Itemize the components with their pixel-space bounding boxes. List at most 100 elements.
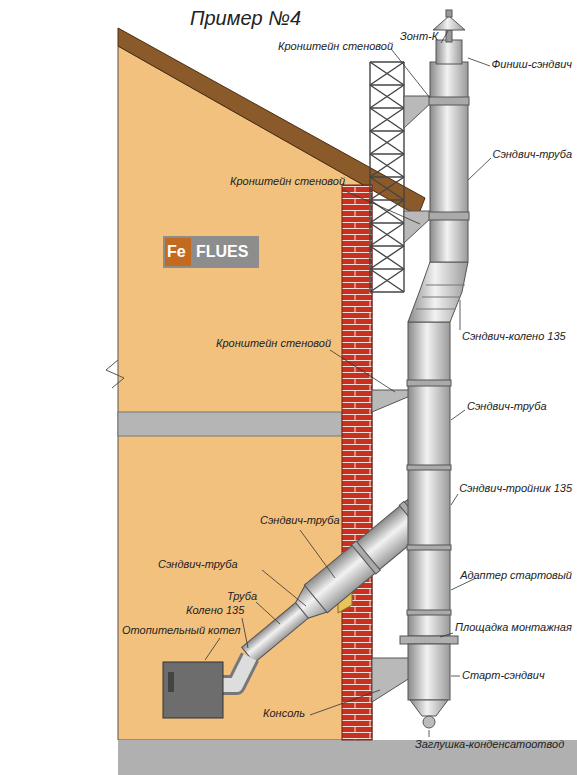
chimney bbox=[400, 10, 469, 728]
lattice-strut bbox=[370, 61, 404, 62]
drawing-part bbox=[468, 158, 491, 180]
drawing-part bbox=[440, 633, 453, 637]
drawing-part bbox=[404, 96, 432, 128]
drawing-part bbox=[446, 30, 452, 42]
part-label: Сэндвич-колено 135 bbox=[462, 330, 566, 343]
part-label: Труба bbox=[227, 590, 257, 603]
diagram-title: Пример №4 bbox=[190, 6, 301, 30]
drawing-part bbox=[446, 10, 452, 17]
boiler bbox=[163, 657, 250, 718]
drawing-part bbox=[168, 672, 174, 692]
drawing-part bbox=[106, 360, 124, 388]
part-label: Колено 135 bbox=[186, 604, 244, 617]
drawing-part bbox=[407, 465, 451, 470]
part-label: Отопительный котел bbox=[122, 624, 241, 637]
drawing-part bbox=[407, 610, 451, 615]
lattice-strut bbox=[370, 85, 404, 108]
drawing-part bbox=[205, 638, 220, 660]
lattice-strut bbox=[370, 223, 404, 246]
lattice-strut bbox=[370, 269, 404, 292]
drawing-part bbox=[256, 602, 280, 624]
drawing-part bbox=[451, 494, 458, 505]
logo-text: Fe bbox=[167, 242, 186, 262]
lattice-strut bbox=[370, 246, 404, 269]
drawing-part bbox=[423, 716, 435, 728]
part-label: Кронштейн стеновой bbox=[278, 40, 393, 53]
lattice-strut bbox=[370, 62, 404, 85]
lattice-strut bbox=[370, 176, 404, 177]
drawing-part bbox=[222, 657, 250, 685]
part-label: Сэндвич-труба bbox=[492, 148, 572, 161]
drawing-part bbox=[433, 16, 465, 30]
lattice-strut bbox=[370, 62, 404, 85]
drawing-part bbox=[407, 380, 451, 386]
part-label: Площадка монтажная bbox=[455, 621, 572, 634]
lattice-strut bbox=[370, 153, 404, 154]
lattice-strut bbox=[370, 154, 404, 177]
lattice-strut bbox=[370, 223, 404, 246]
part-label: Зонт-К bbox=[400, 30, 438, 43]
part-label: Сэндвич-труба bbox=[467, 400, 547, 413]
drawing-part bbox=[408, 644, 450, 700]
drawing-part bbox=[429, 97, 469, 105]
lattice-strut bbox=[370, 200, 404, 223]
lattice-strut bbox=[370, 107, 404, 108]
drawing-part bbox=[408, 262, 468, 322]
drawing-part bbox=[468, 58, 490, 66]
part-label: Финиш-сэндвич bbox=[492, 58, 572, 71]
lattice-strut bbox=[370, 108, 404, 131]
drawing-part bbox=[163, 662, 223, 718]
part-label: Адаптер стартовый bbox=[460, 569, 572, 582]
part-label: Кронштейн стеновой bbox=[230, 175, 345, 188]
drawing-part bbox=[118, 412, 342, 436]
logo bbox=[163, 236, 259, 268]
drawing-part bbox=[372, 390, 410, 412]
drawing-part bbox=[310, 690, 380, 715]
drawing-part bbox=[451, 410, 465, 420]
drawing-part bbox=[222, 657, 250, 685]
drawing-part bbox=[451, 676, 460, 677]
drawing-part bbox=[441, 31, 448, 43]
drawing-part bbox=[165, 238, 191, 266]
drawing-part bbox=[408, 322, 450, 636]
part-label: Консоль bbox=[263, 707, 305, 720]
drawing-part bbox=[343, 190, 420, 224]
lattice-strut bbox=[370, 177, 404, 200]
drawing-part bbox=[410, 700, 448, 716]
drawing-part bbox=[429, 212, 469, 220]
lattice-mast bbox=[370, 62, 404, 292]
lattice-strut bbox=[370, 154, 404, 177]
drawing-part bbox=[429, 730, 430, 737]
lattice-strut bbox=[370, 222, 404, 223]
lattice-strut bbox=[370, 199, 404, 200]
drawing-part bbox=[342, 185, 372, 740]
lattice-strut bbox=[370, 84, 404, 85]
drawing-part bbox=[430, 62, 468, 262]
lattice-strut bbox=[370, 268, 404, 269]
lattice-strut bbox=[370, 245, 404, 246]
lattice-strut bbox=[370, 177, 404, 200]
drawing-part bbox=[416, 285, 465, 309]
drawing-part bbox=[262, 570, 306, 606]
drawing-part bbox=[400, 636, 458, 644]
drawing-part bbox=[404, 211, 432, 243]
lattice-strut bbox=[370, 108, 404, 131]
drawing-part bbox=[407, 545, 451, 550]
lattice-strut bbox=[370, 131, 404, 154]
drawing-part bbox=[163, 236, 259, 268]
drawing-part bbox=[351, 541, 380, 574]
part-label: Сэндвич-труба bbox=[260, 514, 340, 527]
drawing-part bbox=[300, 530, 335, 578]
drawing-part bbox=[392, 50, 430, 98]
logo-text: FLUES bbox=[196, 242, 248, 262]
part-label: Сэндвич-тройник 135 bbox=[459, 482, 572, 495]
drawing-part bbox=[460, 300, 461, 330]
lattice-strut bbox=[370, 85, 404, 108]
drawing-part bbox=[436, 40, 462, 64]
house bbox=[106, 28, 577, 775]
drawing-part bbox=[242, 618, 248, 648]
lattice-strut bbox=[370, 269, 404, 292]
lattice-strut bbox=[370, 130, 404, 131]
part-label: Заглушка-конденсатоотвод bbox=[415, 738, 564, 751]
